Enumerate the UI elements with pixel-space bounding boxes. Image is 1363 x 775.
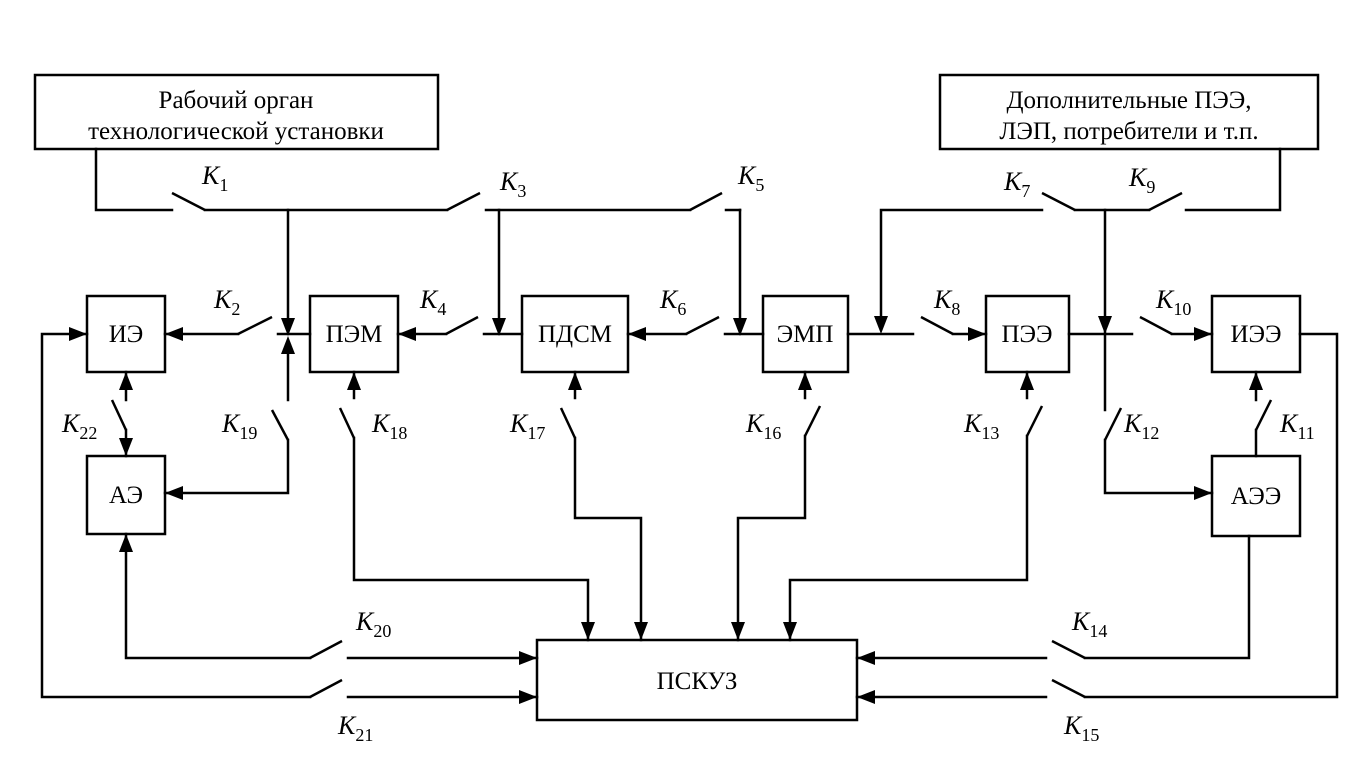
switch-k18 [338, 407, 356, 439]
block-ie: ИЭ [85, 294, 167, 374]
switch-k20 [309, 639, 343, 660]
switch-k4 [445, 315, 479, 336]
switch-k9 [1148, 191, 1183, 212]
block-pee: ПЭЭ [984, 294, 1071, 374]
switch-k12 [1103, 407, 1123, 441]
label-k20: K20 [355, 607, 391, 641]
top-bus [94, 147, 1282, 412]
switch-k6 [685, 315, 720, 336]
label-k18: K18 [371, 409, 407, 443]
block-pskuz: ПСКУЗ [535, 638, 859, 722]
arrowheads [69, 316, 1263, 704]
block-emp: ЭМП [761, 294, 850, 374]
label-k6: K6 [659, 285, 686, 319]
switch-k2 [237, 315, 273, 336]
label-k13: K13 [963, 409, 999, 443]
block-work-organ-line1: Рабочий орган [159, 87, 314, 114]
label-k15: K15 [1063, 711, 1099, 745]
switch-k5 [689, 191, 723, 212]
switch-k7 [1041, 191, 1076, 212]
block-emp-label: ЭМП [777, 321, 834, 348]
label-k5: K5 [737, 161, 764, 195]
block-pskuz-label: ПСКУЗ [657, 668, 738, 695]
block-additional-line1: Дополнительные ПЭЭ, [1006, 87, 1251, 114]
label-k19: K19 [221, 409, 257, 443]
left-side-links [40, 332, 539, 699]
block-work-organ: Рабочий орган технологической установки [33, 73, 440, 151]
label-k8: K8 [933, 285, 960, 319]
switch-labels: K1 K2 K3 K4 K5 K6 K7 K8 K9 K10 K11 K12 K… [61, 161, 1315, 745]
middle-bus [163, 315, 1214, 336]
block-work-organ-line2: технологической установки [88, 118, 384, 145]
label-k11: K11 [1279, 409, 1315, 443]
switch-k13 [1025, 405, 1044, 437]
block-ae: АЭ [85, 454, 167, 536]
right-side-links [855, 332, 1339, 699]
label-k22: K22 [61, 409, 97, 443]
block-pem: ПЭМ [308, 294, 400, 374]
label-k2: K2 [213, 285, 240, 319]
control-lines [338, 370, 1044, 642]
block-additional: Дополнительные ПЭЭ, ЛЭП, потребители и т… [938, 73, 1320, 151]
label-k14: K14 [1071, 607, 1107, 641]
switch-k16 [803, 405, 822, 437]
block-iee: ИЭЭ [1210, 294, 1302, 374]
label-k7: K7 [1003, 167, 1030, 201]
label-k16: K16 [745, 409, 781, 443]
label-k9: K9 [1128, 163, 1155, 197]
switch-k15 [1051, 678, 1086, 699]
block-pdsm: ПДСМ [520, 294, 630, 374]
block-aee-label: АЭЭ [1231, 483, 1281, 510]
block-pem-label: ПЭМ [326, 321, 383, 348]
switch-k10 [1139, 315, 1173, 336]
label-k1: K1 [201, 161, 228, 195]
switch-k17 [559, 407, 577, 439]
switch-k1 [171, 191, 206, 212]
label-k4: K4 [419, 285, 446, 319]
switch-k14 [1051, 639, 1086, 660]
label-k12: K12 [1123, 409, 1159, 443]
block-iee-label: ИЭЭ [1230, 321, 1281, 348]
block-ae-label: АЭ [109, 482, 143, 509]
label-k17: K17 [509, 409, 545, 443]
block-pdsm-label: ПДСМ [538, 321, 612, 348]
label-k10: K10 [1155, 285, 1191, 319]
label-k21: K21 [337, 711, 373, 745]
block-pee-label: ПЭЭ [1001, 321, 1052, 348]
switch-k8 [920, 315, 954, 336]
switch-k21 [309, 678, 343, 699]
switch-k19 [270, 409, 290, 441]
block-additional-line2: ЛЭП, потребители и т.п. [999, 118, 1258, 145]
block-ie-label: ИЭ [109, 321, 144, 348]
label-k3: K3 [499, 167, 526, 201]
switch-k3 [446, 191, 481, 212]
block-aee: АЭЭ [1210, 454, 1302, 538]
switch-k11 [1254, 399, 1273, 431]
switch-k22 [110, 399, 128, 431]
